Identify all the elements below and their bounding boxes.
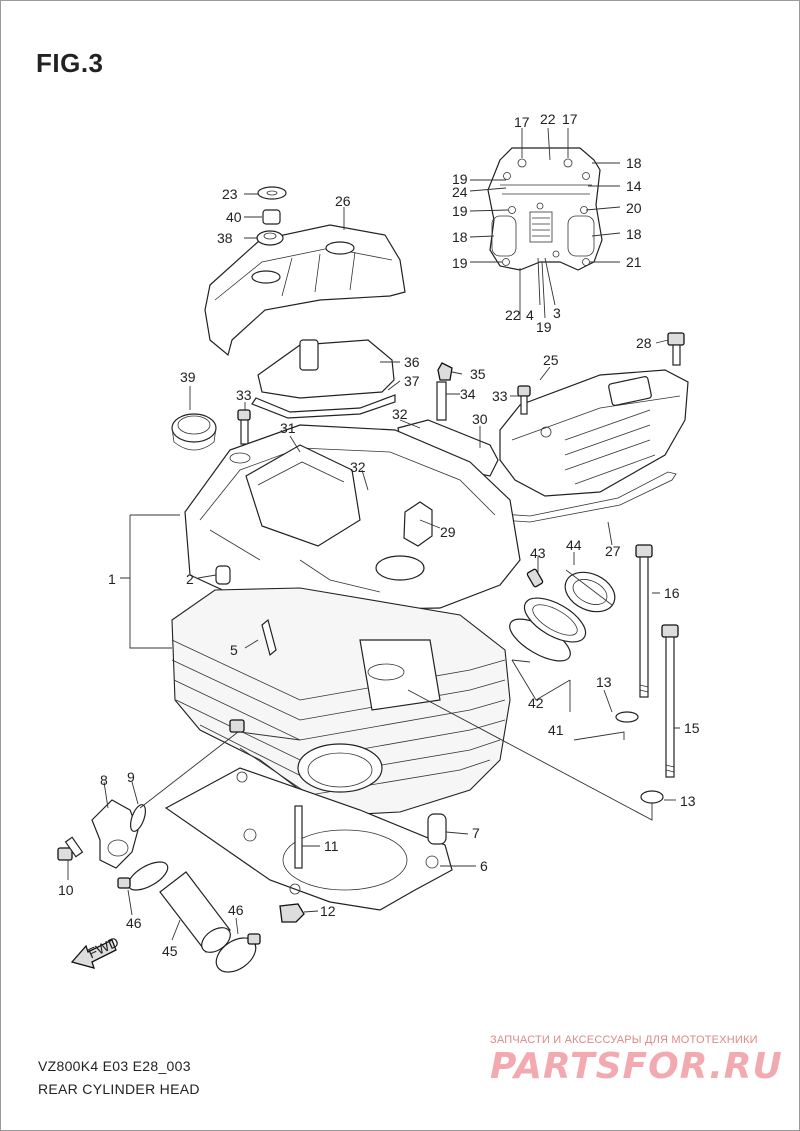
bolt-group (237, 332, 685, 445)
cylinder-block (171, 587, 511, 816)
callout-38: 38 (217, 230, 233, 246)
nut-12 (279, 903, 305, 923)
diagram-code: VZ800K4 E03 E28_003 (38, 1058, 191, 1074)
cylinder-head-cover (499, 369, 689, 497)
callout-44: 44 (566, 537, 582, 553)
head-gasket-detail (487, 147, 603, 271)
cylinder-base-gasket (164, 767, 453, 911)
callout-18b: 18 (452, 229, 468, 245)
bolt-10 (57, 836, 84, 861)
cylinder-head (184, 424, 521, 611)
leader-lines (67, 127, 680, 941)
callout-36: 36 (404, 354, 420, 370)
callout-39: 39 (180, 369, 196, 385)
forward-direction-arrow: FWD (70, 933, 122, 969)
dowel-pin (215, 565, 231, 585)
callout-32a: 32 (392, 406, 408, 422)
callout-6: 6 (480, 858, 488, 874)
callout-8: 8 (100, 772, 108, 788)
callout-40: 40 (226, 209, 242, 225)
long-studs (635, 544, 679, 778)
intake-ring-39 (171, 413, 217, 451)
callout-41: 41 (548, 722, 564, 738)
callout-4: 4 (526, 307, 534, 323)
callout-22a: 22 (540, 111, 556, 127)
callout-22b: 22 (505, 307, 521, 323)
callout-11: 11 (324, 838, 339, 854)
washer-13b (640, 790, 664, 804)
callout-1: 1 (108, 571, 116, 587)
callout-2: 2 (186, 571, 194, 587)
callout-7: 7 (472, 825, 480, 841)
callout-32b: 32 (350, 459, 366, 475)
cover-gasket-27 (499, 471, 677, 523)
callout-33a: 33 (236, 387, 252, 403)
callout-28: 28 (636, 335, 652, 351)
watermark-logo: PARTSFOR.RU (490, 1046, 783, 1087)
washer-13a (615, 711, 639, 723)
callout-46a: 46 (126, 915, 142, 931)
callout-19a: 19 (452, 171, 468, 187)
callout-13a: 13 (596, 674, 612, 690)
watermark-tagline: ЗАПЧАСТИ И АКСЕССУАРЫ ДЛЯ МОТОТЕХНИКИ (490, 1034, 758, 1046)
diagram-caption: REAR CYLINDER HEAD (38, 1081, 200, 1097)
figure-title: FIG.3 (36, 48, 104, 78)
callout-9: 9 (127, 769, 135, 785)
callout-23: 23 (222, 186, 238, 202)
callout-46b: 46 (228, 902, 244, 918)
callout-5: 5 (230, 642, 238, 658)
callout-13b: 13 (680, 793, 696, 809)
water-fitting (91, 799, 146, 869)
callout-33b: 33 (492, 388, 508, 404)
callout-26: 26 (335, 193, 351, 209)
callout-labels: 1 2 3 4 5 6 7 8 9 10 11 12 13 13 14 15 1… (58, 111, 700, 959)
callout-19d: 19 (536, 319, 552, 335)
callout-16: 16 (664, 585, 680, 601)
callout-10: 10 (58, 882, 74, 898)
callout-17a: 17 (514, 114, 530, 130)
callout-37: 37 (404, 373, 420, 389)
water-hose (117, 861, 261, 973)
callout-20: 20 (626, 200, 642, 216)
callout-18c: 18 (626, 226, 642, 242)
callout-34: 34 (460, 386, 476, 402)
callout-30: 30 (472, 411, 488, 427)
callout-18a: 18 (626, 155, 642, 171)
callout-43: 43 (530, 545, 546, 561)
callout-25: 25 (543, 352, 559, 368)
dowel-7 (427, 813, 447, 845)
callout-14: 14 (626, 178, 642, 194)
callout-21: 21 (626, 254, 642, 270)
callout-45: 45 (162, 943, 178, 959)
intake-pipe (509, 568, 616, 662)
cap-washer-stack (256, 186, 287, 246)
fwd-label: FWD (86, 933, 122, 961)
callout-19c: 19 (452, 255, 468, 271)
stud-11 (294, 805, 303, 869)
callout-27: 27 (605, 543, 621, 559)
callout-19b: 19 (452, 203, 468, 219)
callout-29: 29 (440, 524, 456, 540)
callout-15: 15 (684, 720, 700, 736)
callout-35: 35 (470, 366, 486, 382)
callout-12: 12 (320, 903, 336, 919)
cover-gasket (251, 339, 396, 419)
cylinder-head-cover-upper (204, 224, 406, 357)
callout-31: 31 (280, 420, 296, 436)
callout-24: 24 (452, 184, 468, 200)
callout-3: 3 (553, 305, 561, 321)
callout-17b: 17 (562, 111, 578, 127)
callout-42: 42 (528, 695, 544, 711)
